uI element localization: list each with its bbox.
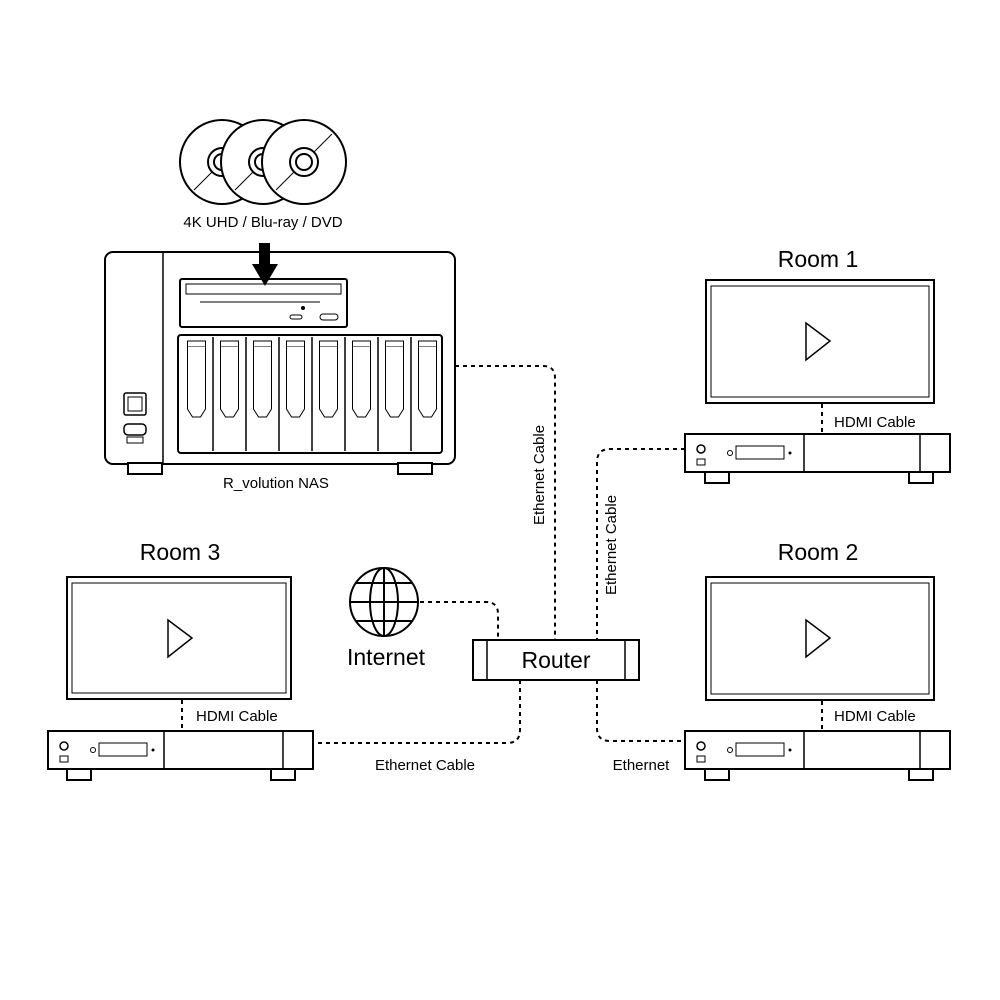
discs-icon [179, 119, 347, 205]
room1-router-cable-label: Ethernet Cable [603, 495, 620, 595]
room2-router-cable-label: Ethernet [613, 757, 671, 774]
cables [181, 365, 823, 744]
nas-foot [127, 462, 163, 475]
room-2-player [684, 730, 951, 781]
play-icon [805, 321, 832, 362]
nas-foot [397, 462, 433, 475]
drive-tray [377, 337, 404, 451]
drive-tray [245, 337, 272, 451]
ethernet-cable-internet-router [420, 601, 499, 640]
room-1-hdmi-label: HDMI Cable [834, 414, 916, 431]
router-label: Router [521, 647, 590, 673]
room-2-title: Room 2 [778, 539, 859, 565]
room-1-player [684, 433, 951, 484]
nas-router-cable-label: Ethernet Cable [531, 425, 548, 525]
room-1-title: Room 1 [778, 246, 859, 272]
play-icon [167, 618, 194, 659]
disc-icon [261, 119, 347, 205]
play-icon [805, 618, 832, 659]
media-caption: 4K UHD / Blu-ray / DVD [183, 214, 342, 231]
power-button-icon [123, 392, 147, 416]
room-3-player [47, 730, 314, 781]
room-3-title: Room 3 [140, 539, 221, 565]
ethernet-cable-room3-router [313, 680, 521, 744]
player-display [735, 742, 785, 757]
drive-tray [311, 337, 338, 451]
drive-tray [278, 337, 305, 451]
player-power-icon [59, 741, 69, 751]
room-2-tv [705, 576, 935, 701]
player-display [98, 742, 148, 757]
insert-arrow-icon [252, 243, 278, 286]
globe-icon [349, 567, 419, 637]
ethernet-cable-room1-router [596, 448, 685, 640]
nas-caption: R_volution NAS [223, 475, 329, 492]
player-power-icon [696, 741, 706, 751]
optical-drive [179, 278, 348, 328]
ethernet-cable-room2-router [596, 680, 685, 742]
internet-label: Internet [347, 644, 426, 670]
drive-tray [212, 337, 239, 451]
room-1-tv [705, 279, 935, 404]
room3-router-cable-label: Ethernet Cable [375, 757, 475, 774]
drive-tray [344, 337, 371, 451]
room-3-tv [66, 576, 292, 700]
usb-port-icon [123, 423, 147, 444]
ethernet-cable-nas-router [455, 365, 556, 640]
nas-device [104, 251, 456, 475]
drive-bays [177, 334, 443, 454]
room-2-hdmi-label: HDMI Cable [834, 708, 916, 725]
player-power-icon [696, 444, 706, 454]
player-display [735, 445, 785, 460]
drive-tray [410, 337, 437, 451]
drive-tray [187, 340, 206, 418]
room-3-hdmi-label: HDMI Cable [196, 708, 278, 725]
